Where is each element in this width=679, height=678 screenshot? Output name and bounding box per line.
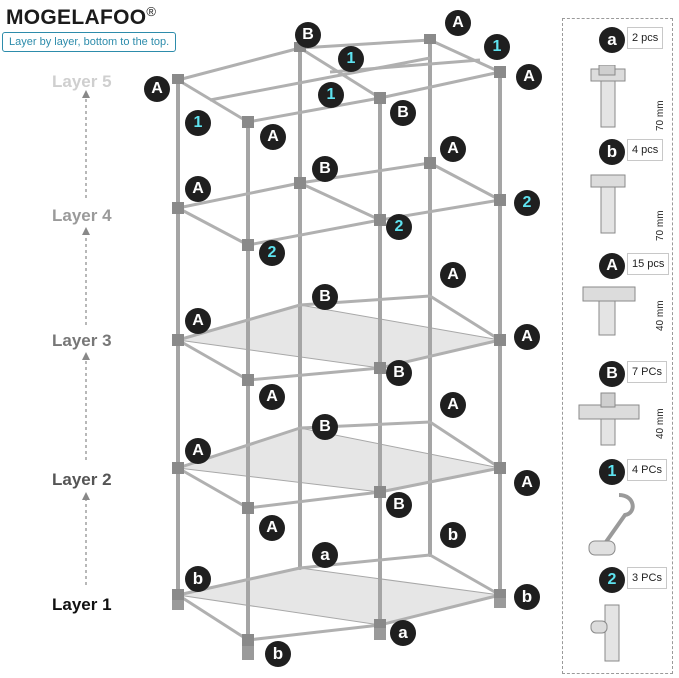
callout-b: b	[440, 522, 466, 548]
callout-A: A	[185, 176, 211, 202]
corner-connector-A-icon	[582, 286, 636, 336]
callout-1: 1	[338, 46, 364, 72]
callout-A: A	[144, 76, 170, 102]
legend-count-a: 2 pcs	[627, 27, 664, 49]
layer-5-label: Layer 5	[52, 72, 112, 91]
legend-count-1: 4 PCs	[627, 459, 667, 481]
legend-badge-1: 1	[599, 459, 625, 485]
legend-item-a: a 2 pcs 70 mm	[563, 27, 674, 131]
callout-1: 1	[318, 82, 344, 108]
callout-1: 1	[484, 34, 510, 60]
legend-count-A: 15 pcs	[627, 253, 670, 275]
callout-1: 1	[185, 110, 211, 136]
callout-A: A	[259, 384, 285, 410]
legend-dim-a: 70 mm	[655, 100, 666, 131]
arrowhead-2	[82, 492, 90, 500]
callout-B: B	[386, 492, 412, 518]
cross-connector-B-icon	[578, 392, 640, 446]
legend-item-A: A 15 pcs 40 mm	[563, 253, 674, 353]
callout-B: B	[386, 360, 412, 386]
callout-A: A	[259, 515, 285, 541]
callout-a: a	[312, 542, 338, 568]
legend-count-b: 4 pcs	[627, 139, 664, 161]
shelf-layer-1	[177, 567, 501, 626]
legend-count-B: 7 PCs	[627, 361, 667, 383]
shelf-layer-3	[177, 304, 501, 369]
callout-A: A	[514, 324, 540, 350]
legend-badge-A: A	[599, 253, 625, 279]
legend-item-1: 1 4 PCs	[563, 459, 674, 559]
legend-dim-b: 70 mm	[655, 210, 666, 241]
arrowhead-5	[82, 90, 90, 98]
callout-b: b	[265, 641, 291, 667]
hook-1-icon	[588, 493, 635, 556]
brand-name: MOGELAFOO	[6, 6, 147, 29]
callout-A: A	[514, 470, 540, 496]
shelves	[177, 304, 501, 626]
callout-A: A	[516, 64, 542, 90]
legend-item-b: b 4 pcs 70 mm	[563, 139, 674, 241]
callout-A: A	[260, 124, 286, 150]
callout-2: 2	[514, 190, 540, 216]
parts-legend: a 2 pcs 70 mm b 4 pcs 70 mm A 15 pcs 40 …	[562, 18, 673, 674]
layer-2-label: Layer 2	[52, 470, 112, 489]
arrowhead-3	[82, 352, 90, 360]
layer-3-label: Layer 3	[52, 331, 112, 350]
callout-B: B	[312, 284, 338, 310]
callout-2: 2	[259, 240, 285, 266]
legend-dim-A: 40 mm	[655, 300, 666, 331]
connectors	[172, 34, 506, 646]
legend-dim-B: 40 mm	[655, 408, 666, 439]
callout-b: b	[514, 584, 540, 610]
callout-B: B	[295, 22, 321, 48]
legend-badge-a: a	[599, 27, 625, 53]
tube-2-icon	[590, 604, 620, 662]
registered-mark: ®	[146, 4, 157, 19]
t-connector-b-icon	[590, 174, 626, 234]
callout-A: A	[185, 438, 211, 464]
callout-A: A	[440, 136, 466, 162]
arrowhead-4	[82, 227, 90, 235]
legend-badge-2: 2	[599, 567, 625, 593]
callout-A: A	[440, 392, 466, 418]
legend-badge-b: b	[599, 139, 625, 165]
brand-title: MOGELAFOO®	[6, 4, 156, 30]
layer-4-label: Layer 4	[52, 206, 112, 225]
callout-2: 2	[386, 214, 412, 240]
layer-1-label: Layer 1	[52, 595, 112, 614]
callout-b: b	[185, 566, 211, 592]
legend-count-2: 3 PCs	[627, 567, 667, 589]
t-connector-a-icon	[590, 65, 626, 128]
arrow-heads	[82, 90, 90, 500]
callout-B: B	[312, 414, 338, 440]
callout-a: a	[390, 620, 416, 646]
shelf-diagram	[82, 34, 506, 660]
legend-badge-B: B	[599, 361, 625, 387]
legend-item-2: 2 3 PCs	[563, 567, 674, 667]
callout-B: B	[390, 100, 416, 126]
callout-B: B	[312, 156, 338, 182]
feet	[172, 598, 506, 660]
legend-item-B: B 7 PCs 40 mm	[563, 361, 674, 461]
callout-A: A	[440, 262, 466, 288]
callout-A: A	[185, 308, 211, 334]
subtitle: Layer by layer, bottom to the top.	[2, 32, 177, 52]
callout-A: A	[445, 10, 471, 36]
